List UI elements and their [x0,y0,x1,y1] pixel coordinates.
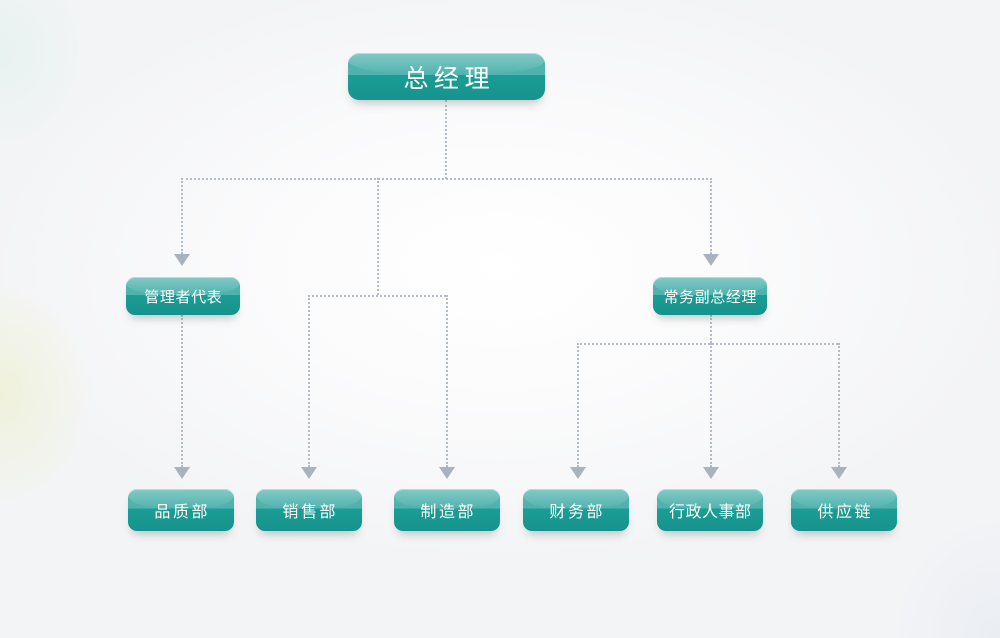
arrow-to-supply-chain [831,467,847,479]
node-general-manager[interactable]: 总经理 [348,53,545,100]
node-management-representative[interactable]: 管理者代表 [126,277,240,315]
connector-deputy-bus [577,343,838,345]
connector-to-admin-hr [710,343,712,467]
node-finance-department[interactable]: 财务部 [523,489,629,531]
node-quality-department[interactable]: 品质部 [128,489,234,531]
arrow-to-quality [174,467,190,479]
node-supply-chain[interactable]: 供应链 [791,489,897,531]
connector-middle-stem [377,178,379,295]
connector-gm-stem [445,100,447,179]
connector-to-finance [577,343,579,467]
connector-deputy-gm-stem [710,315,712,343]
connector-to-manufacturing [446,295,448,467]
connector-middle-bus [308,295,446,297]
node-sales-department[interactable]: 销售部 [256,489,362,531]
arrow-to-finance [570,467,586,479]
connector-to-supply-chain [838,343,840,467]
connector-to-sales [308,295,310,467]
connector-to-mgmt-rep [181,178,183,254]
arrow-to-sales [301,467,317,479]
connector-top-bus [181,178,712,180]
node-admin-hr-department[interactable]: 行政人事部 [657,489,763,531]
arrow-to-deputy-gm [703,254,719,266]
connector-to-deputy-gm [710,178,712,254]
connector-mgmt-rep-to-quality [181,315,183,467]
arrow-to-manufacturing [439,467,455,479]
node-executive-deputy-general-manager[interactable]: 常务副总经理 [653,277,767,315]
arrow-to-mgmt-rep [174,254,190,266]
arrow-to-admin-hr [703,467,719,479]
node-manufacturing-department[interactable]: 制造部 [394,489,500,531]
